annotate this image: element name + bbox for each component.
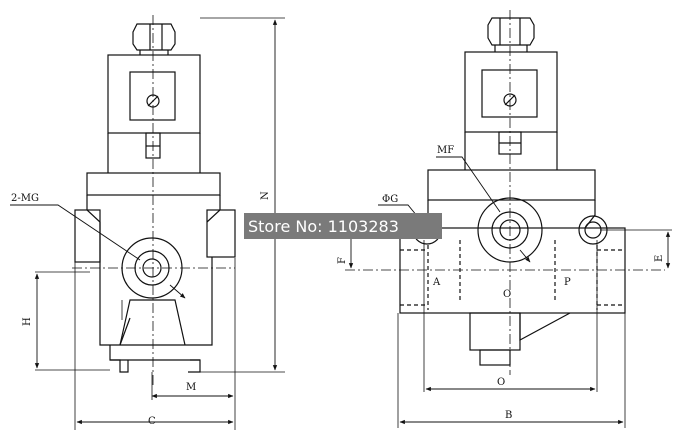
callout-2-mg: 2-MG <box>11 193 39 204</box>
left-top-nut <box>132 23 176 55</box>
dim-label-h: H <box>22 317 33 326</box>
right-labels: MF ΦG F E A O P O B <box>337 145 665 421</box>
callout-phi-g: ΦG <box>382 194 398 205</box>
port-label-a: A <box>432 277 441 288</box>
right-valve-body <box>399 169 626 366</box>
left-coil-housing <box>107 54 201 173</box>
dim-label-f: F <box>337 257 348 264</box>
dim-label-m: M <box>186 382 196 393</box>
store-watermark: Store No: 1103283 <box>244 213 442 239</box>
dim-label-c: C <box>148 416 156 427</box>
port-label-o: O <box>503 289 511 300</box>
port-label-p: P <box>564 277 571 288</box>
left-centerlines <box>35 15 285 430</box>
dim-label-o: O <box>497 377 505 388</box>
dim-label-n: N <box>260 191 271 200</box>
left-valve-body <box>74 172 236 373</box>
left-front-view <box>10 15 285 430</box>
callout-mf: MF <box>437 145 454 156</box>
dim-label-e: E <box>654 255 665 262</box>
right-coil-housing <box>464 51 558 170</box>
right-top-nut <box>487 17 535 52</box>
left-labels: 2-MG H M C N <box>11 191 271 427</box>
watermark-text: Store No: 1103283 <box>248 217 399 236</box>
dim-label-b: B <box>505 410 512 421</box>
left-dimension-lines <box>10 19 278 425</box>
right-side-view <box>340 10 672 428</box>
